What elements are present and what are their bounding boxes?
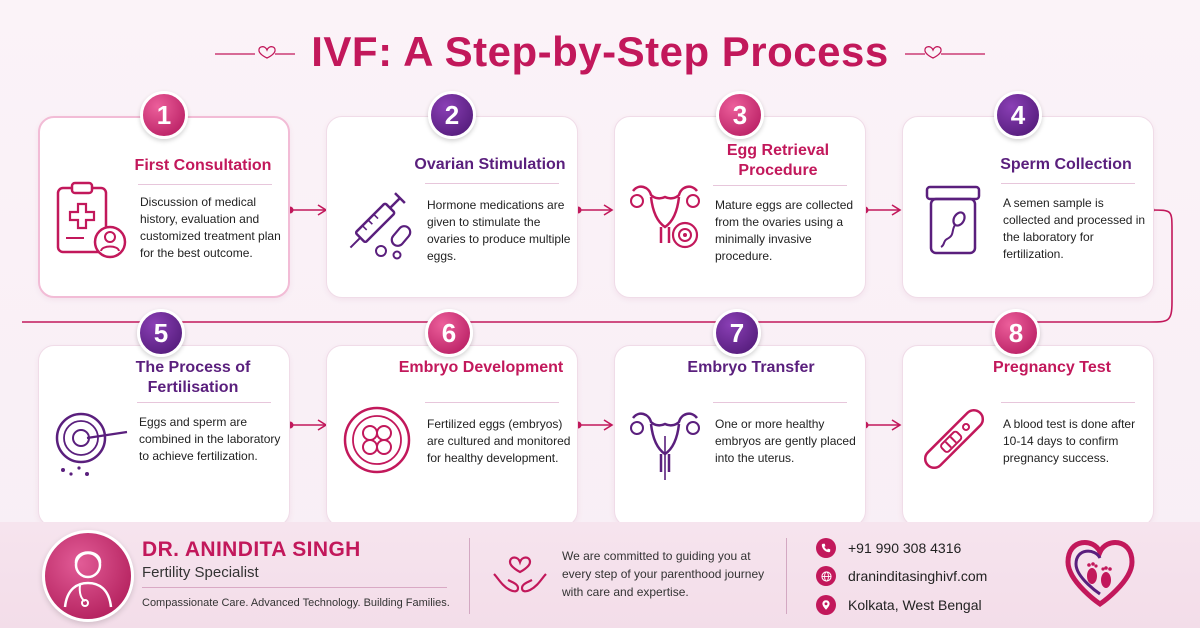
website-text: draninditasinghivf.com <box>848 568 988 584</box>
pregnancy-test-icon <box>923 408 985 470</box>
step-description: Mature eggs are collected from the ovari… <box>715 198 854 263</box>
divider <box>425 402 559 403</box>
divider <box>1001 402 1135 403</box>
step-description: A semen sample is collected and processe… <box>1003 196 1146 261</box>
contact-location[interactable]: Kolkata, West Bengal <box>816 594 982 616</box>
embryo-dish-icon <box>343 406 411 474</box>
step-connectors <box>22 204 1173 431</box>
heart-line-left-icon <box>215 46 296 59</box>
title-row: IVF: A Step-by-Step Process <box>0 24 1200 80</box>
step-card-5: The Process of Fertilisation Eggs and sp… <box>38 345 290 527</box>
sample-jar-icon <box>925 185 981 255</box>
divider <box>713 185 847 186</box>
location-pin-icon <box>816 595 836 615</box>
step-title: The Process of Fertilisation <box>135 359 251 396</box>
step-card-1: First Consultation Discussion of medical… <box>38 116 290 298</box>
footer-separator <box>786 538 787 614</box>
step-card-3: Egg Retrieval Procedure Mature eggs are … <box>614 116 866 298</box>
step-number-badge-3: 3 <box>716 91 764 139</box>
doctor-icon <box>63 551 113 608</box>
step-description: A blood test is done after 10-14 days to… <box>1003 417 1136 465</box>
step-number-badge-1: 1 <box>140 91 188 139</box>
step-title: Pregnancy Test <box>993 359 1111 376</box>
divider <box>713 402 847 403</box>
tagline: Compassionate Care. Advanced Technology.… <box>142 597 450 609</box>
divider <box>137 402 271 403</box>
globe-icon <box>816 566 836 586</box>
step-card-8: Pregnancy Test A blood test is done afte… <box>902 345 1154 527</box>
step-number-badge-6: 6 <box>425 309 473 357</box>
step-title: Ovarian Stimulation <box>414 156 566 173</box>
commitment-text: We are committed to guiding you at every… <box>562 549 765 599</box>
divider <box>425 183 559 184</box>
clipboard-doctor-icon <box>56 181 127 259</box>
page-title: IVF: A Step-by-Step Process <box>311 28 889 75</box>
step-description: Hormone medications are given to stimula… <box>427 198 571 263</box>
step-number-badge-5: 5 <box>137 309 185 357</box>
step-number-badge-4: 4 <box>994 91 1042 139</box>
step-number-badge-2: 2 <box>428 91 476 139</box>
egg-injection-icon <box>55 412 128 476</box>
step-description: Discussion of medical history, evaluatio… <box>140 195 281 260</box>
doctor-avatar <box>42 530 134 622</box>
step-card-4: Sperm Collection A semen sample is colle… <box>902 116 1154 298</box>
location-text: Kolkata, West Bengal <box>848 597 982 613</box>
syringe-pills-icon <box>349 192 412 260</box>
divider <box>1001 183 1135 184</box>
footer-separator <box>469 538 470 614</box>
phone-text: +91 990 308 4316 <box>848 540 962 556</box>
hands-heart-icon <box>493 556 547 593</box>
step-title: Sperm Collection <box>1000 156 1132 173</box>
step-title: Egg Retrieval Procedure <box>726 142 830 179</box>
step-description: One or more healthy embryos are gently p… <box>715 417 856 465</box>
step-number-badge-7: 7 <box>713 309 761 357</box>
step-card-2: Ovarian Stimulation Hormone medications … <box>326 116 578 298</box>
doctor-role: Fertility Specialist <box>142 564 259 581</box>
phone-icon <box>816 538 836 558</box>
heart-line-right-icon <box>904 46 985 59</box>
step-title: Embryo Development <box>398 359 564 376</box>
step-description: Fertilized eggs (embryos) are cultured a… <box>427 417 571 465</box>
step-title: Embryo Transfer <box>687 359 815 376</box>
footer <box>0 522 1200 628</box>
heart-footprints-logo <box>1065 540 1135 608</box>
doctor-name: DR. ANINDITA SINGH <box>142 538 361 561</box>
step-number-badge-8: 8 <box>992 309 1040 357</box>
uterus-egg-icon <box>630 185 700 249</box>
step-title: First Consultation <box>134 157 272 174</box>
divider <box>142 587 447 588</box>
uterus-icon <box>630 412 700 480</box>
step-description: Eggs and sperm are combined in the labor… <box>139 415 281 463</box>
step-card-6: Embryo Development Fertilized eggs (embr… <box>326 345 578 527</box>
contact-website[interactable]: draninditasinghivf.com <box>816 565 987 587</box>
divider <box>138 184 272 185</box>
step-card-7: Embryo Transfer One or more healthy embr… <box>614 345 866 527</box>
contact-phone[interactable]: +91 990 308 4316 <box>816 537 961 559</box>
